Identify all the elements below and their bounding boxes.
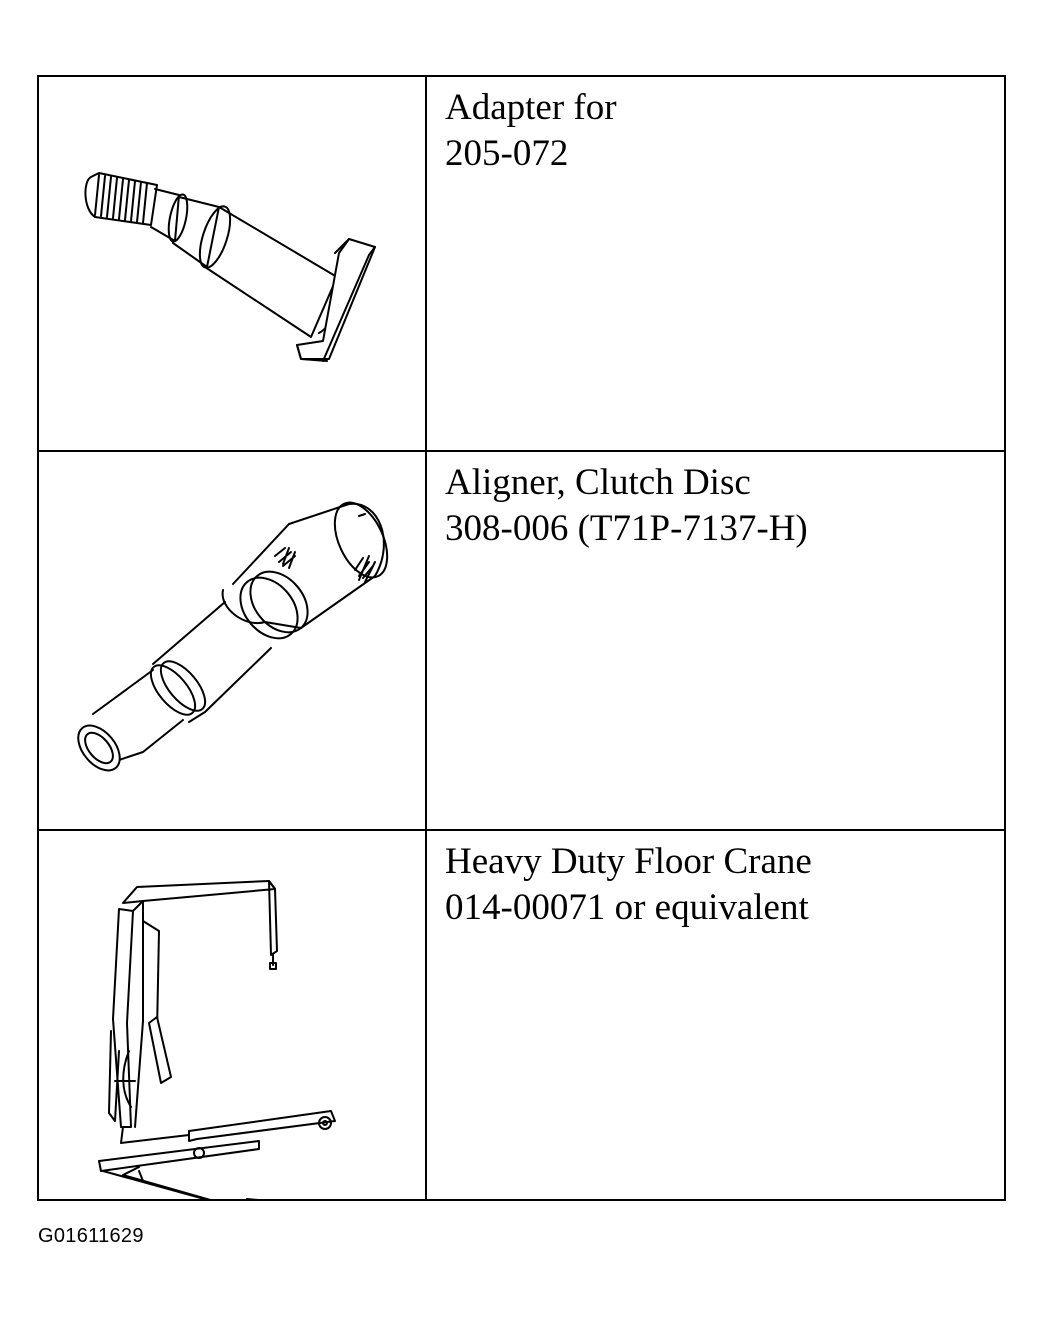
clutch-aligner-illustration <box>77 501 389 772</box>
floor-crane-illustration <box>98 880 336 1201</box>
figure-id: G01611629 <box>38 1225 144 1247</box>
tool-description-2: Aligner, Clutch Disc 308-006 (T71P-7137-… <box>427 452 1004 831</box>
tool-image-cell-2 <box>39 452 427 831</box>
tool-description-1: Adapter for 205-072 <box>427 77 1004 452</box>
tool-description-3: Heavy Duty Floor Crane 014-00071 or equi… <box>427 831 1004 1199</box>
tool-number: 308-006 (T71P-7137-H) <box>445 508 808 549</box>
tool-image-cell-1 <box>39 77 427 452</box>
tool-table: Adapter for 205-072 <box>37 75 1006 1201</box>
tool-name: Adapter for <box>445 87 617 128</box>
tool-number: 014-00071 or equivalent <box>445 887 809 928</box>
tool-name: Aligner, Clutch Disc <box>445 462 751 503</box>
tool-image-cell-3 <box>39 831 427 1201</box>
tool-number: 205-072 <box>445 133 569 174</box>
adapter-illustration <box>84 172 376 362</box>
tool-name: Heavy Duty Floor Crane <box>445 841 812 882</box>
